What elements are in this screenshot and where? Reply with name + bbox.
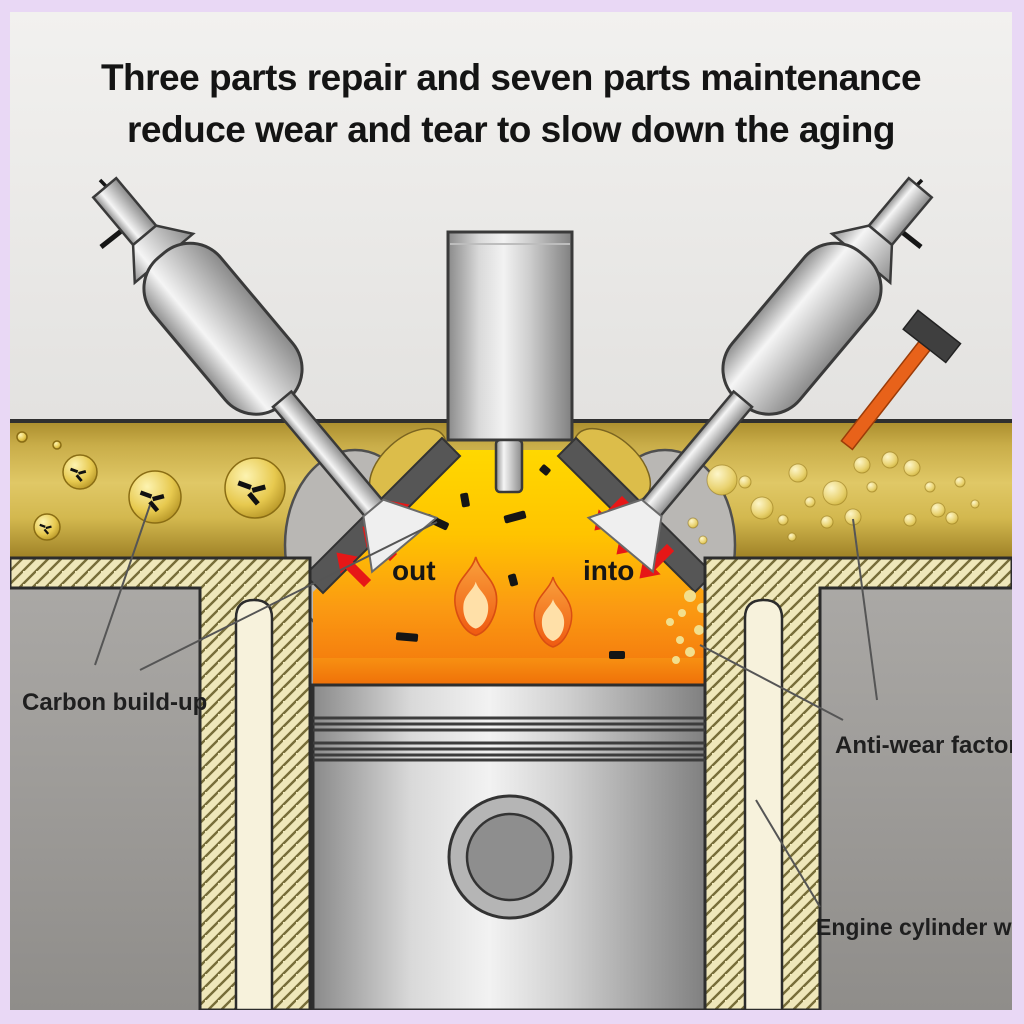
oil-bubble-clean [777, 514, 789, 526]
spark-plug [446, 230, 574, 494]
piston [311, 683, 707, 1010]
flame-icon [533, 576, 573, 648]
clean-oil-bubbles [687, 451, 980, 545]
anti-wear-dot [676, 636, 684, 644]
title-line-1: Three parts repair and seven parts maint… [101, 57, 921, 98]
carbon-particle [247, 491, 260, 506]
engine-cylinder-diagram: out into [10, 12, 1012, 1010]
carbon-particle [70, 467, 79, 474]
oil-bubble-clean [866, 481, 878, 493]
arrow-out-icon [336, 552, 372, 588]
carbon-particle [43, 528, 50, 535]
oil-bubble-clean [804, 496, 816, 508]
oil-bubble-clean [750, 496, 774, 520]
carbon-speck [460, 492, 470, 508]
coolant-slot-right [743, 598, 784, 1010]
arrow-into-icon [639, 543, 675, 579]
anti-wear-label: Anti-wear factor [835, 732, 1012, 759]
carbon-particle [148, 500, 160, 513]
carbon-buildup-label: Carbon build-up [22, 689, 207, 716]
leader-line [139, 521, 438, 671]
out-label: out [392, 555, 436, 586]
carbon-particle [237, 480, 252, 490]
carbon-particle [75, 474, 83, 482]
oil-bubble-dirty [16, 431, 28, 443]
leader-line [699, 644, 844, 721]
oil-bubble-clean [787, 532, 797, 542]
oil-bubble-clean [698, 535, 708, 545]
oil-bubble-clean [954, 476, 966, 488]
coolant-slot-left [234, 598, 274, 1010]
oil-bubble-clean [930, 502, 946, 518]
carbon-speck [508, 573, 518, 587]
oil-bubble-clean [903, 513, 917, 527]
anti-wear-dot [685, 647, 695, 657]
oil-bubble-clean [788, 463, 808, 483]
oil-bubble-clean [738, 475, 752, 489]
anti-wear-dot [694, 625, 704, 635]
diagram-canvas: out into [10, 12, 1012, 1010]
oil-bubble-clean [687, 517, 699, 529]
flame-icon [454, 556, 498, 637]
combustion-glow-band [313, 658, 705, 686]
anti-wear-dot [672, 656, 680, 664]
anti-wear-dot [666, 618, 674, 626]
leader-line [755, 799, 821, 908]
anti-wear-dot [678, 609, 686, 617]
leader-line [94, 504, 151, 666]
leader-line [852, 518, 878, 701]
carbon-speck [503, 510, 527, 524]
carbon-particle [251, 484, 266, 493]
oil-bubble-clean [822, 480, 848, 506]
carbon-particle [39, 523, 46, 528]
carbon-speck [539, 464, 551, 476]
leader-lines [94, 504, 878, 908]
anti-wear-dot [684, 590, 696, 602]
title-line-2: reduce wear and tear to slow down the ag… [127, 109, 895, 150]
cylinder-wall-label: Engine cylinder wall [816, 914, 1012, 940]
carbon-speck [609, 651, 625, 659]
spark-plug-tip [494, 438, 524, 494]
dirty-oil-bubbles [16, 431, 286, 541]
carbon-particle [139, 490, 153, 499]
valve-right [586, 176, 934, 574]
valve-left [91, 176, 439, 574]
oil-bubble-clean [853, 456, 871, 474]
oil-bubble-clean [820, 515, 834, 529]
carbon-particle [45, 525, 52, 530]
carbon-speck [395, 632, 419, 642]
oil-bubble-dirty [52, 440, 62, 450]
additive-rod [840, 309, 962, 451]
oil-bubble-clean [970, 499, 980, 509]
oil-bubble-clean [924, 481, 936, 493]
oil-bubble-clean [903, 459, 921, 477]
into-label: into [583, 555, 634, 586]
carbon-particle [152, 493, 165, 502]
carbon-particle [78, 470, 87, 475]
oil-bubble-clean [945, 511, 959, 525]
wrist-pin [465, 812, 555, 902]
oil-bubble-clean [881, 451, 899, 469]
oil-bubble-clean [706, 464, 738, 496]
